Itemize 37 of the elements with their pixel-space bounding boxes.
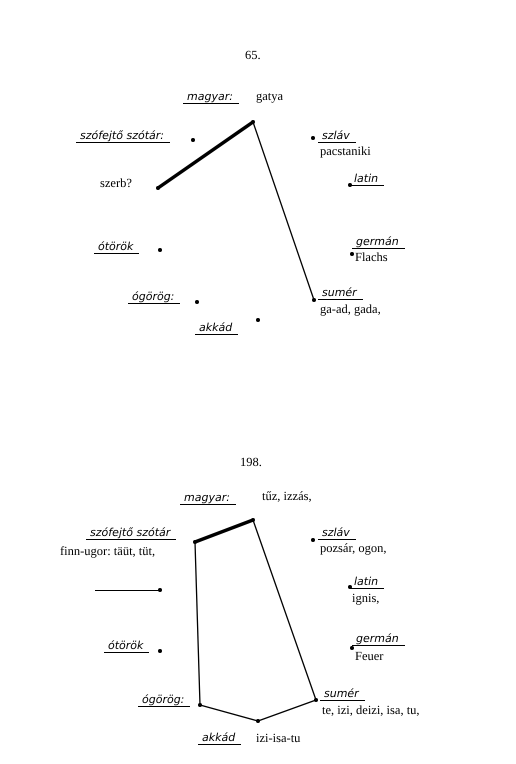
- connector-line: [200, 704, 258, 722]
- word-text: finn-ugor: täüt, tüt,: [60, 544, 156, 558]
- word-text: te, izi, deizi, isa, tu,: [322, 703, 420, 717]
- page-number: 198.: [240, 455, 262, 470]
- language-name: szláv: [318, 129, 356, 143]
- connector-line: [258, 699, 316, 722]
- connector-line: [252, 122, 315, 300]
- word-text: szerb?: [100, 176, 132, 190]
- word-text: Flachs: [355, 250, 388, 264]
- language-name: ógörög:: [138, 693, 190, 707]
- word-text: gatya: [256, 89, 284, 103]
- page-number: 65.: [245, 48, 261, 63]
- language-name: germán: [352, 235, 405, 249]
- connector-line: [252, 520, 317, 700]
- language-name: sumér: [318, 286, 363, 300]
- connector-line: [157, 120, 254, 190]
- word-text: ga-ad, gada,: [320, 302, 381, 316]
- word-text: Feuer: [355, 649, 384, 663]
- language-name: akkád: [195, 321, 238, 335]
- language-name: szláv: [318, 526, 356, 540]
- connector-line: [194, 518, 254, 544]
- word-text: izi-isa-tu: [256, 731, 300, 745]
- word-text: ignis,: [352, 591, 380, 605]
- language-name: ótörök: [94, 240, 140, 254]
- language-name: ótörök: [104, 639, 150, 653]
- language-name: szófejtő szótár: [86, 526, 176, 540]
- language-name: germán: [352, 632, 405, 646]
- word-text: pozsár, ogon,: [320, 541, 386, 555]
- language-name: magyar:: [183, 90, 239, 104]
- language-name: magyar:: [180, 491, 236, 505]
- language-name: szófejtő szótár:: [76, 129, 170, 143]
- language-name: sumér: [320, 687, 365, 701]
- language-name: ógörög:: [128, 290, 180, 304]
- language-name: akkád: [198, 731, 242, 745]
- word-text: tűz, izzás,: [262, 489, 312, 503]
- word-text: pacstaniki: [320, 144, 371, 158]
- connector-line: [194, 542, 201, 706]
